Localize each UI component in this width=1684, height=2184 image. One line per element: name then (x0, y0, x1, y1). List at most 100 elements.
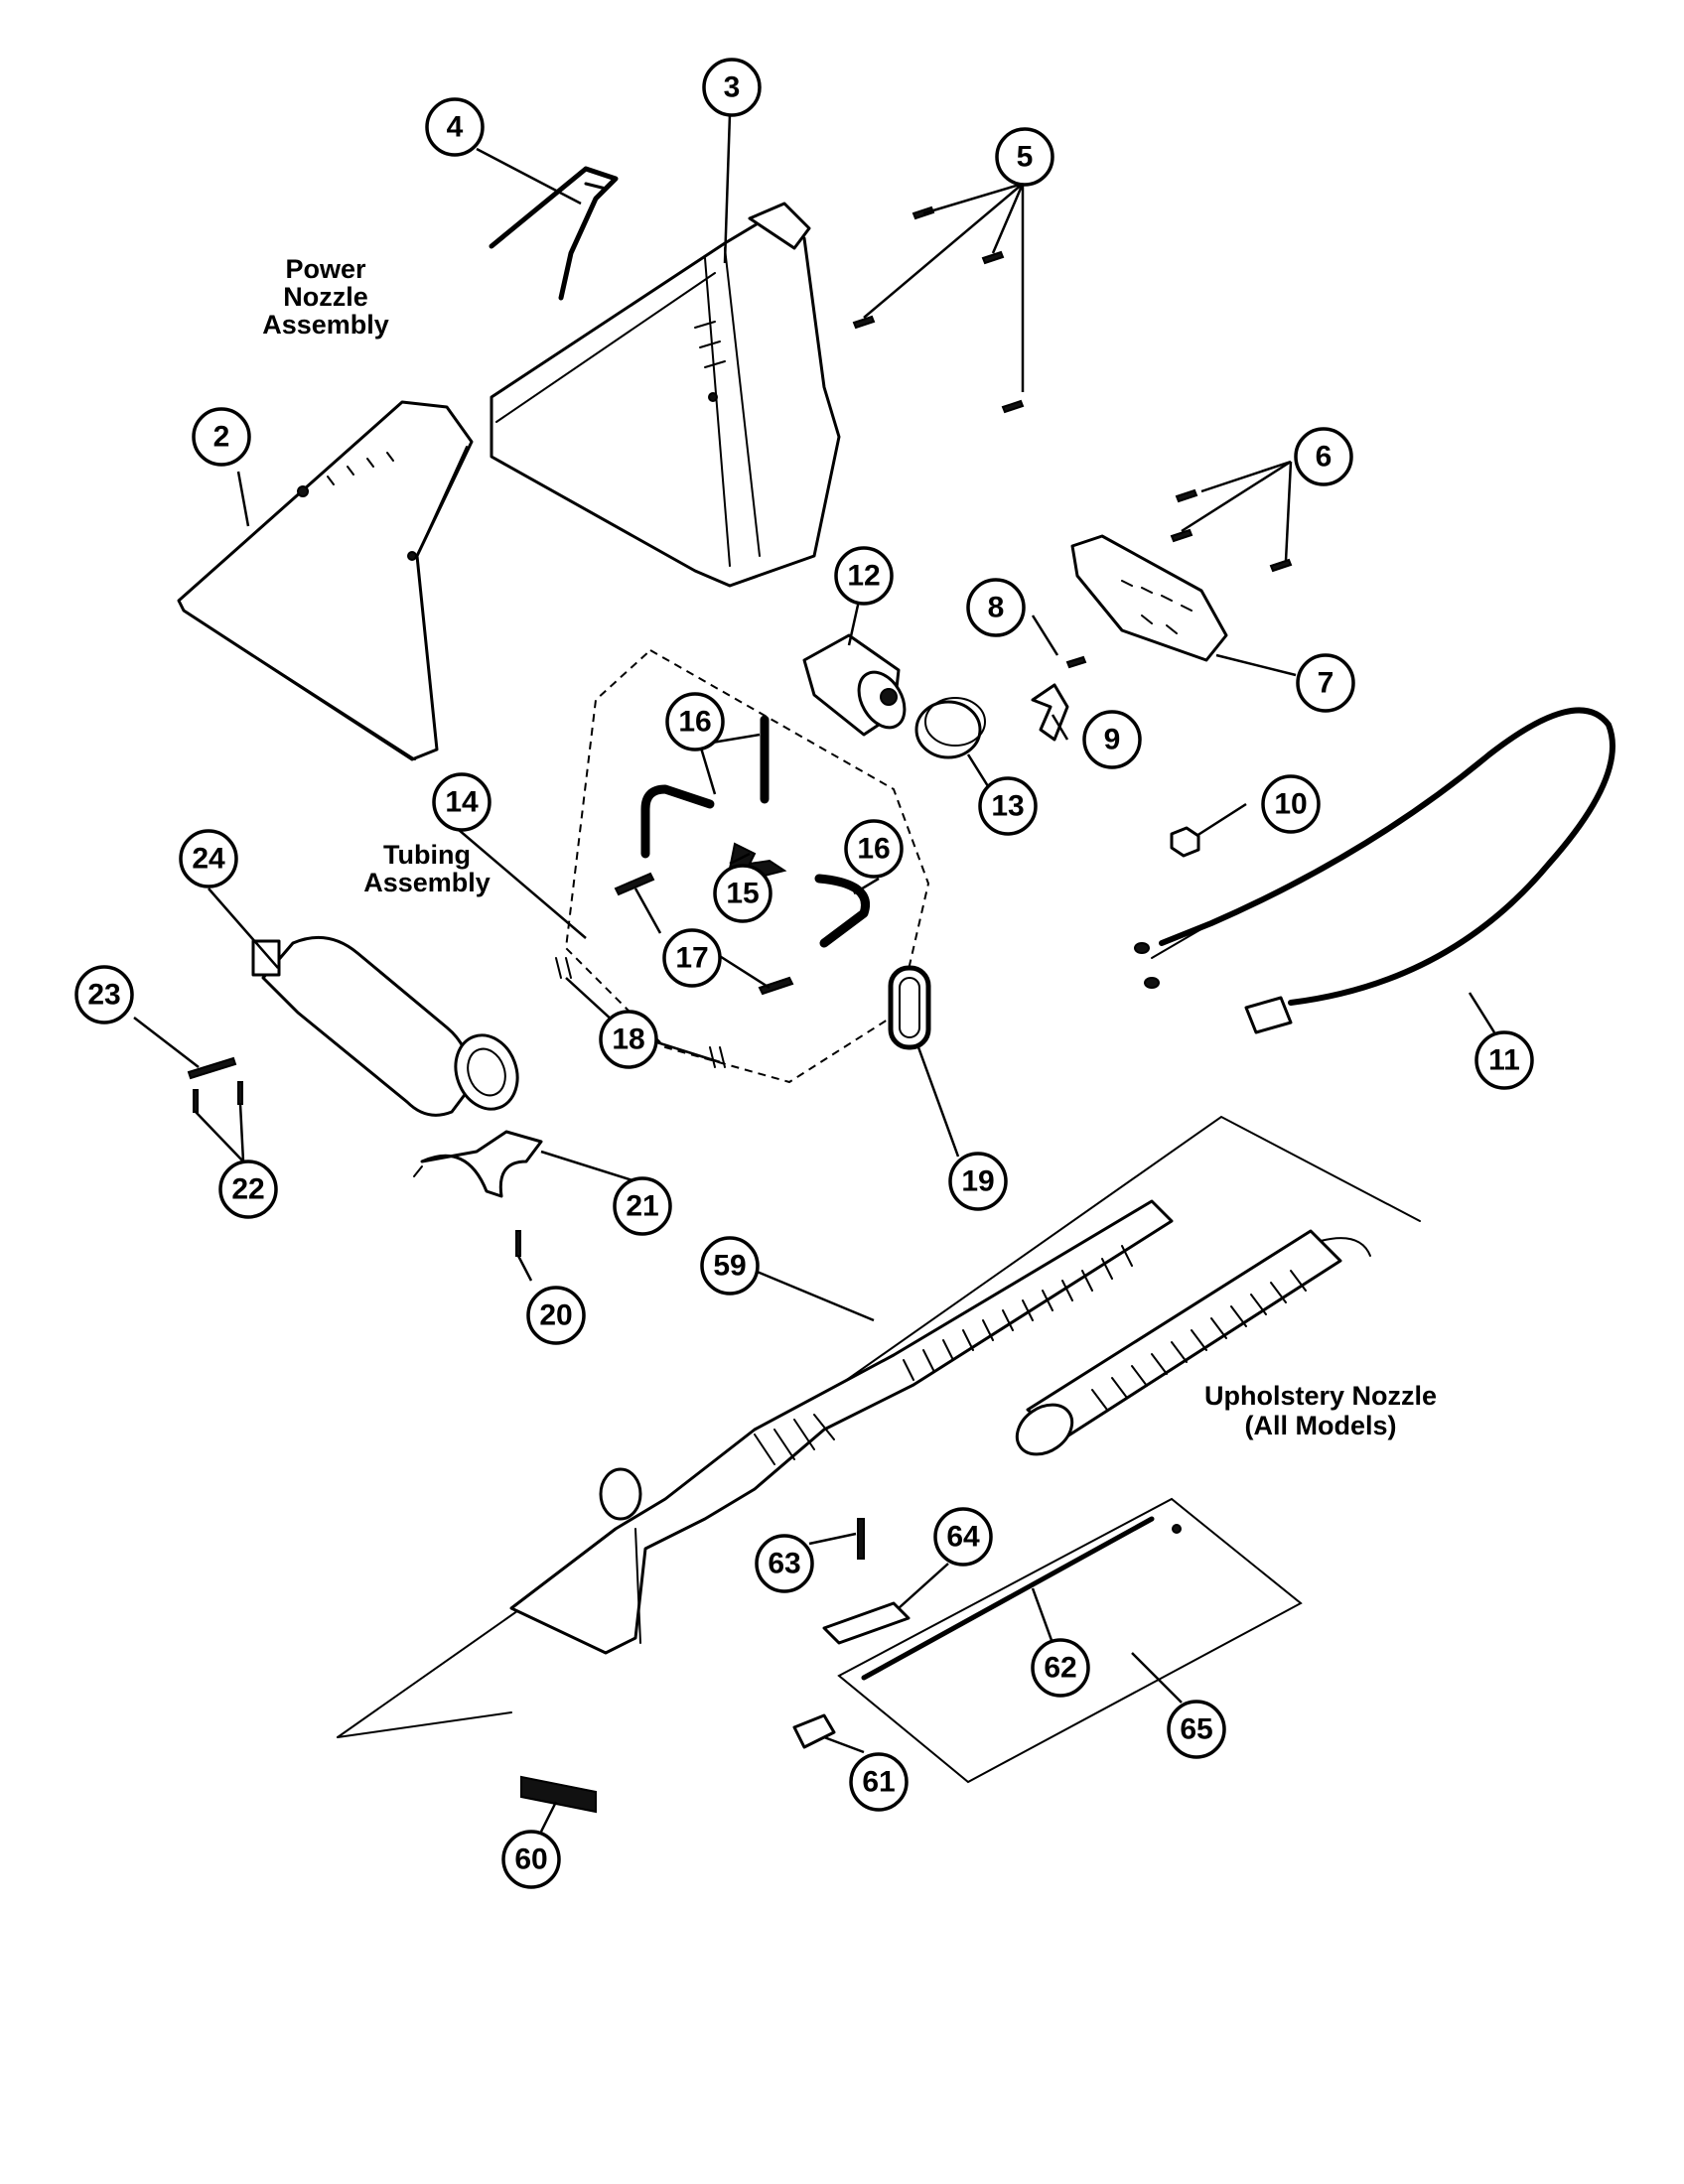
svg-text:17: 17 (675, 942, 708, 975)
hose-section (1015, 1229, 1371, 1456)
gasket-19 (888, 965, 931, 1050)
upholstery-nozzle-label: Upholstery Nozzle (All Models) (1204, 1381, 1437, 1440)
svg-text:14: 14 (445, 786, 479, 819)
callout-17: 17 (662, 928, 722, 988)
callout-7: 7 (1296, 653, 1355, 713)
svg-text:64: 64 (946, 1521, 980, 1554)
pin-63 (857, 1518, 865, 1560)
svg-text:2: 2 (213, 421, 230, 454)
nozzle-front-60 (520, 1775, 597, 1814)
callout-2: 2 (192, 407, 251, 467)
callout-6: 6 (1294, 427, 1353, 486)
tubing-line-1: Tubing (383, 840, 471, 870)
svg-text:16: 16 (678, 706, 711, 739)
callout-60: 60 (501, 1830, 561, 1889)
clamp-21 (413, 1130, 543, 1198)
callout-9: 9 (1082, 710, 1142, 769)
callout-5: 5 (995, 127, 1054, 187)
svg-text:13: 13 (991, 790, 1024, 823)
callout-24: 24 (179, 829, 238, 888)
svg-text:5: 5 (1017, 141, 1034, 174)
callout-22: 22 (218, 1160, 278, 1219)
kit-panel-65 (837, 1497, 1303, 1784)
callout-59: 59 (700, 1236, 760, 1296)
power-nozzle-line-2: Nozzle (283, 282, 368, 312)
leader-lines (133, 113, 1496, 1833)
upholstery-tool-59 (509, 1199, 1174, 1655)
svg-text:24: 24 (192, 843, 225, 876)
callout-63: 63 (755, 1534, 814, 1593)
callout-19: 19 (948, 1152, 1008, 1211)
power-cord (1134, 707, 1615, 1034)
screw-20 (515, 1230, 521, 1257)
latch-rod (489, 166, 619, 301)
callout-62: 62 (1031, 1638, 1090, 1698)
svg-text:12: 12 (847, 560, 880, 593)
upholstery-line-2: (All Models) (1245, 1411, 1397, 1440)
pump-motor (802, 633, 907, 737)
svg-text:3: 3 (724, 71, 741, 104)
fitting-61 (792, 1713, 836, 1749)
callout-16a: 16 (665, 692, 725, 751)
callout-18: 18 (599, 1010, 658, 1069)
callout-8: 8 (966, 578, 1026, 637)
callout-11: 11 (1474, 1030, 1534, 1090)
svg-text:18: 18 (612, 1024, 644, 1056)
tubing-line-2: Assembly (363, 868, 491, 897)
power-nozzle-line-3: Assembly (262, 310, 389, 340)
svg-text:60: 60 (514, 1843, 547, 1876)
power-nozzle-label: Power Nozzle Assembly (262, 254, 389, 340)
handle-24 (251, 935, 519, 1117)
svg-text:59: 59 (713, 1250, 746, 1283)
screws-22 (193, 1081, 243, 1113)
callout-3: 3 (702, 58, 762, 117)
svg-text:19: 19 (961, 1165, 994, 1198)
callout-65: 65 (1167, 1700, 1226, 1759)
svg-text:23: 23 (87, 979, 120, 1012)
power-nozzle-line-1: Power (285, 254, 366, 284)
callout-61: 61 (849, 1752, 909, 1812)
callout-21: 21 (613, 1176, 672, 1236)
svg-text:20: 20 (539, 1299, 572, 1332)
tubing-parts (555, 715, 870, 1068)
svg-text:16: 16 (857, 833, 890, 866)
svg-text:11: 11 (1488, 1044, 1520, 1077)
svg-text:8: 8 (988, 592, 1005, 624)
nut-10 (1170, 826, 1200, 858)
callout-14: 14 (432, 772, 491, 832)
screw-8 (1065, 655, 1087, 669)
svg-text:61: 61 (862, 1766, 895, 1799)
svg-text:10: 10 (1274, 788, 1307, 821)
svg-text:7: 7 (1318, 667, 1334, 700)
svg-text:6: 6 (1316, 441, 1333, 474)
power-nozzle-cover (490, 202, 841, 588)
callout-23: 23 (74, 965, 134, 1024)
screws-5 (852, 205, 1025, 414)
svg-text:21: 21 (626, 1190, 658, 1223)
power-nozzle-body (177, 400, 474, 761)
callout-15: 15 (713, 864, 772, 923)
callout-10: 10 (1261, 774, 1321, 834)
callout-20: 20 (526, 1286, 586, 1345)
callout-13: 13 (978, 776, 1038, 836)
svg-text:22: 22 (231, 1173, 264, 1206)
callout-12: 12 (834, 546, 894, 606)
tubing-assembly-label: Tubing Assembly (363, 840, 491, 897)
screws-6 (1170, 488, 1293, 573)
svg-text:63: 63 (768, 1548, 800, 1580)
svg-text:65: 65 (1180, 1713, 1212, 1746)
tubing-assembly-outline (564, 648, 930, 1084)
callout-64: 64 (933, 1507, 993, 1567)
svg-text:15: 15 (726, 878, 759, 910)
svg-text:62: 62 (1044, 1652, 1076, 1685)
svg-text:4: 4 (447, 111, 464, 144)
callout-4: 4 (425, 97, 485, 157)
valve-64 (822, 1601, 911, 1645)
upholstery-line-1: Upholstery Nozzle (1204, 1381, 1437, 1411)
callout-16b: 16 (844, 819, 904, 879)
switch-bracket (1070, 534, 1228, 662)
svg-text:9: 9 (1104, 724, 1121, 756)
motor-cap (914, 697, 986, 759)
pin-23 (187, 1056, 237, 1080)
